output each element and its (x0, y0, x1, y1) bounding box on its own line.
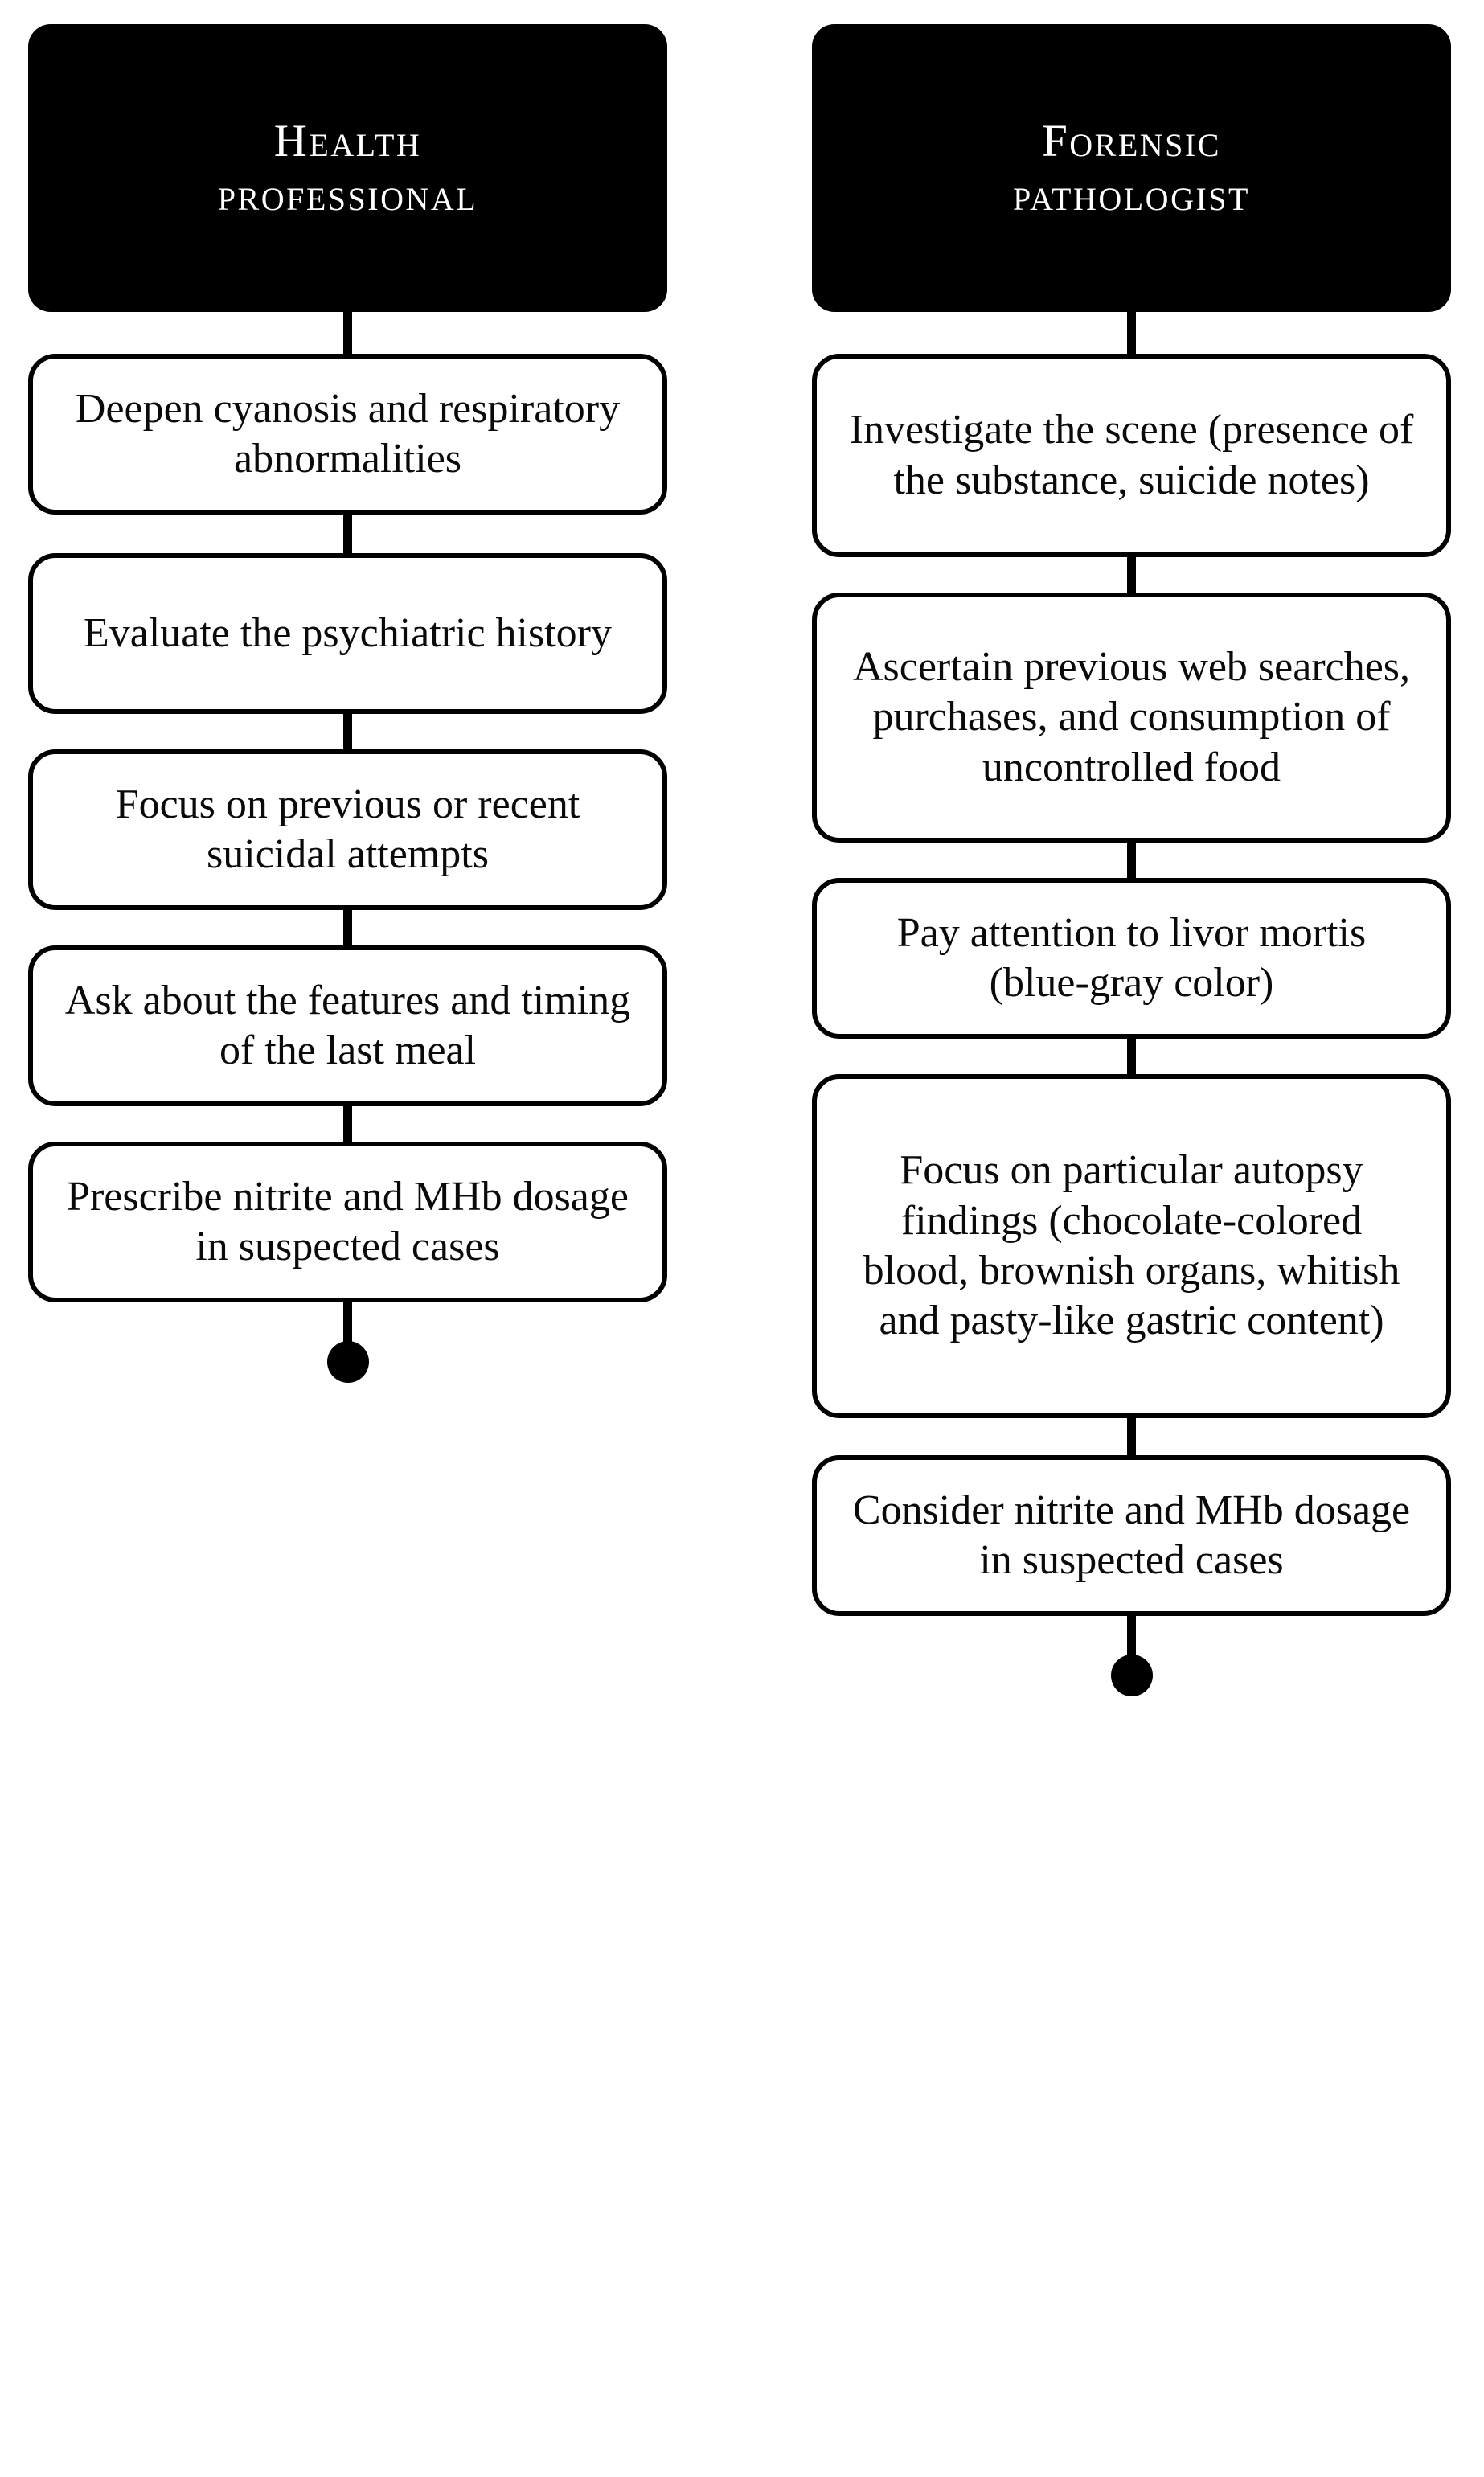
column-header-label: Health professional (217, 115, 478, 220)
connector-step-3-to-step-4 (1127, 1036, 1136, 1077)
flow-node-left-3[interactable]: Focus on previous or recent suicidal att… (28, 749, 667, 910)
flow-node-right-1[interactable]: Investigate the scene (presence of the s… (812, 354, 1451, 557)
connector-step-2-to-step-3 (1127, 839, 1136, 881)
flow-node-right-3[interactable]: Pay attention to livor mortis (blue-gray… (812, 878, 1451, 1039)
flow-node-label: Focus on previous or recent suicidal att… (115, 781, 580, 877)
connector-step-5-to-terminator (343, 1299, 352, 1346)
connector-step-4-to-step-5 (1127, 1415, 1136, 1458)
connector-step-1-to-step-2 (343, 511, 352, 556)
column-header-health-professional: Health professional (28, 24, 667, 312)
flow-node-label: Prescribe nitrite and MHb dosage in susp… (67, 1173, 629, 1269)
flow-node-label: Focus on particular autopsy findings (ch… (863, 1147, 1400, 1344)
flow-node-label: Investigate the scene (presence of the s… (849, 407, 1414, 503)
flow-terminator-dot-left (327, 1341, 369, 1383)
connector-step-3-to-step-4 (343, 907, 352, 949)
flow-node-label: Pay attention to livor mortis (blue-gray… (896, 909, 1367, 1006)
flow-node-left-1[interactable]: Deepen cyanosis and respiratory abnormal… (28, 354, 667, 515)
connector-header-to-step-1 (1127, 312, 1136, 357)
flow-node-right-2[interactable]: Ascertain previous web searches, purchas… (812, 593, 1451, 843)
column-header-forensic-pathologist: Forensic pathologist (812, 24, 1451, 312)
flow-node-right-4[interactable]: Focus on particular autopsy findings (ch… (812, 1074, 1451, 1418)
flow-node-right-5[interactable]: Consider nitrite and MHb dosage in suspe… (812, 1455, 1451, 1616)
flow-node-label: Evaluate the psychiatric history (83, 609, 612, 656)
flow-node-label: Consider nitrite and MHb dosage in suspe… (852, 1487, 1411, 1583)
connector-step-5-to-terminator (1127, 1613, 1136, 1659)
connector-step-1-to-step-2 (1127, 554, 1136, 596)
flow-node-left-5[interactable]: Prescribe nitrite and MHb dosage in susp… (28, 1142, 667, 1302)
flow-node-label: Deepen cyanosis and respiratory abnormal… (75, 385, 621, 482)
connector-header-to-step-1 (343, 312, 352, 357)
flow-node-label: Ask about the features and timing of the… (64, 977, 631, 1073)
column-header-label: Forensic pathologist (1013, 115, 1250, 220)
flow-node-left-4[interactable]: Ask about the features and timing of the… (28, 945, 667, 1106)
connector-step-2-to-step-3 (343, 711, 352, 753)
flow-node-label: Ascertain previous web searches, purchas… (852, 643, 1411, 790)
connector-step-4-to-step-5 (343, 1103, 352, 1145)
flow-node-left-2[interactable]: Evaluate the psychiatric history (28, 553, 667, 714)
flow-terminator-dot-right (1111, 1655, 1153, 1696)
